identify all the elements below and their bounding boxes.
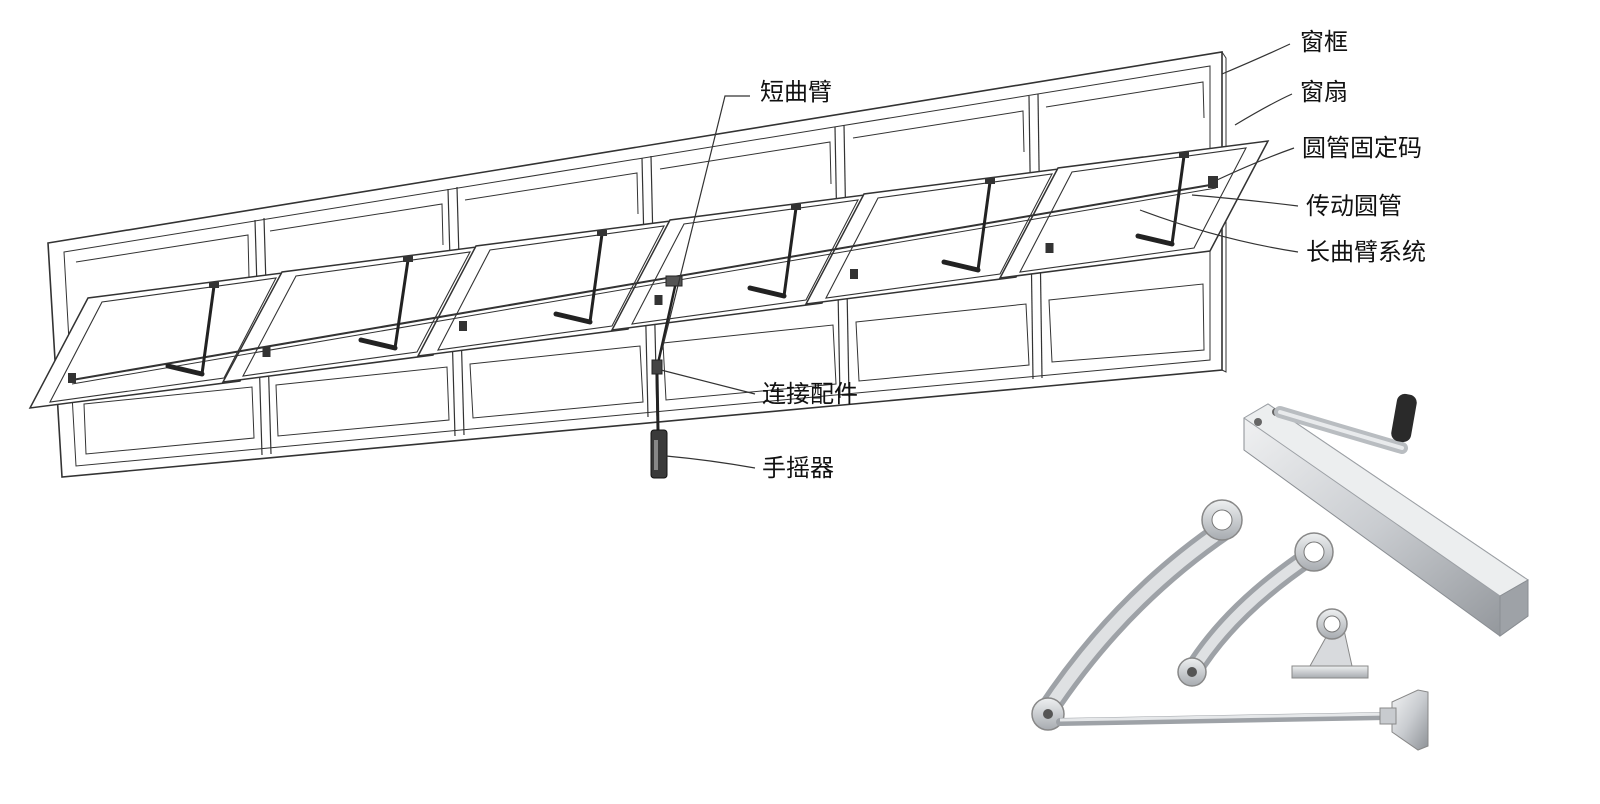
short-arm-photo: [1177, 532, 1334, 687]
frame-upper-panes: [75, 81, 1205, 279]
label-window-sash: 窗扇: [1300, 78, 1348, 106]
leader-drive-tube: [1191, 194, 1299, 207]
sash-inner: [242, 251, 471, 377]
tube-clamp: [68, 373, 76, 383]
crank-assembly-drawing: [650, 275, 683, 479]
crank-rod: [655, 373, 660, 431]
long-arm-link: [200, 285, 216, 375]
tube-clamp-photo: [1291, 608, 1369, 679]
long-arm-lever: [358, 337, 398, 351]
long-arm-link: [1170, 155, 1186, 245]
tube-clamp: [1045, 243, 1054, 253]
crank-gearbox-photo: [1243, 393, 1529, 637]
tube-clamp: [850, 269, 858, 279]
leader-crank: [665, 455, 756, 469]
arm-pivot: [791, 204, 801, 210]
leader-long-arm: [1139, 209, 1299, 253]
window-sashes: [28, 140, 1270, 409]
long-arm-lever: [747, 285, 787, 299]
sash-inner: [437, 225, 665, 351]
drive-rod-photo: [1056, 689, 1429, 751]
leader-lines: [660, 43, 1299, 469]
arm-pivot: [403, 256, 413, 262]
leader-short-arm: [661, 95, 750, 351]
label-connector: 连接配件: [762, 380, 858, 408]
arm-pivot: [597, 230, 607, 236]
sash-inner: [631, 199, 859, 325]
tube-clamp: [654, 295, 663, 305]
long-arm-lever: [165, 363, 205, 377]
long-arm-systems: [68, 152, 1218, 383]
label-hand-crank: 手摇器: [762, 454, 834, 482]
long-arm-lever: [553, 311, 593, 325]
tube-clamp: [459, 321, 467, 331]
label-drive-tube: 传动圆管: [1306, 192, 1402, 220]
short-arm-head: [665, 275, 683, 287]
long-arm-link: [976, 181, 992, 271]
sash-outer: [998, 140, 1270, 279]
sash-inner: [825, 173, 1053, 299]
long-arm-link: [588, 233, 604, 323]
tube-clamp-end: [1208, 176, 1218, 188]
arm-pivot: [209, 282, 219, 288]
long-arm-link: [393, 259, 410, 349]
leader-connector: [660, 369, 756, 395]
short-arm-rod: [655, 281, 678, 369]
product-parts: [1031, 393, 1529, 751]
label-window-frame: 窗框: [1300, 28, 1348, 56]
long-arm-photo: [1031, 499, 1243, 731]
leader-sash: [1234, 93, 1293, 126]
arm-pivot: [1179, 152, 1189, 158]
label-long-arm-system: 长曲臂系统: [1306, 238, 1426, 266]
frame-lower-panes: [83, 283, 1205, 455]
arm-pivot: [985, 178, 995, 184]
label-tube-clamp: 圆管固定码: [1302, 134, 1422, 162]
tube-clamp: [262, 347, 271, 357]
sash-inner: [1019, 147, 1247, 273]
long-arm-link: [782, 207, 798, 297]
leader-frame: [1221, 43, 1291, 75]
long-arm-lever: [1135, 233, 1175, 247]
hand-crank-body: [650, 429, 668, 479]
leader-clamp: [1216, 147, 1295, 181]
label-short-arm: 短曲臂: [760, 78, 832, 106]
long-arm-lever: [941, 259, 981, 273]
connector-fitting: [651, 359, 663, 375]
sash-inner: [49, 277, 277, 403]
